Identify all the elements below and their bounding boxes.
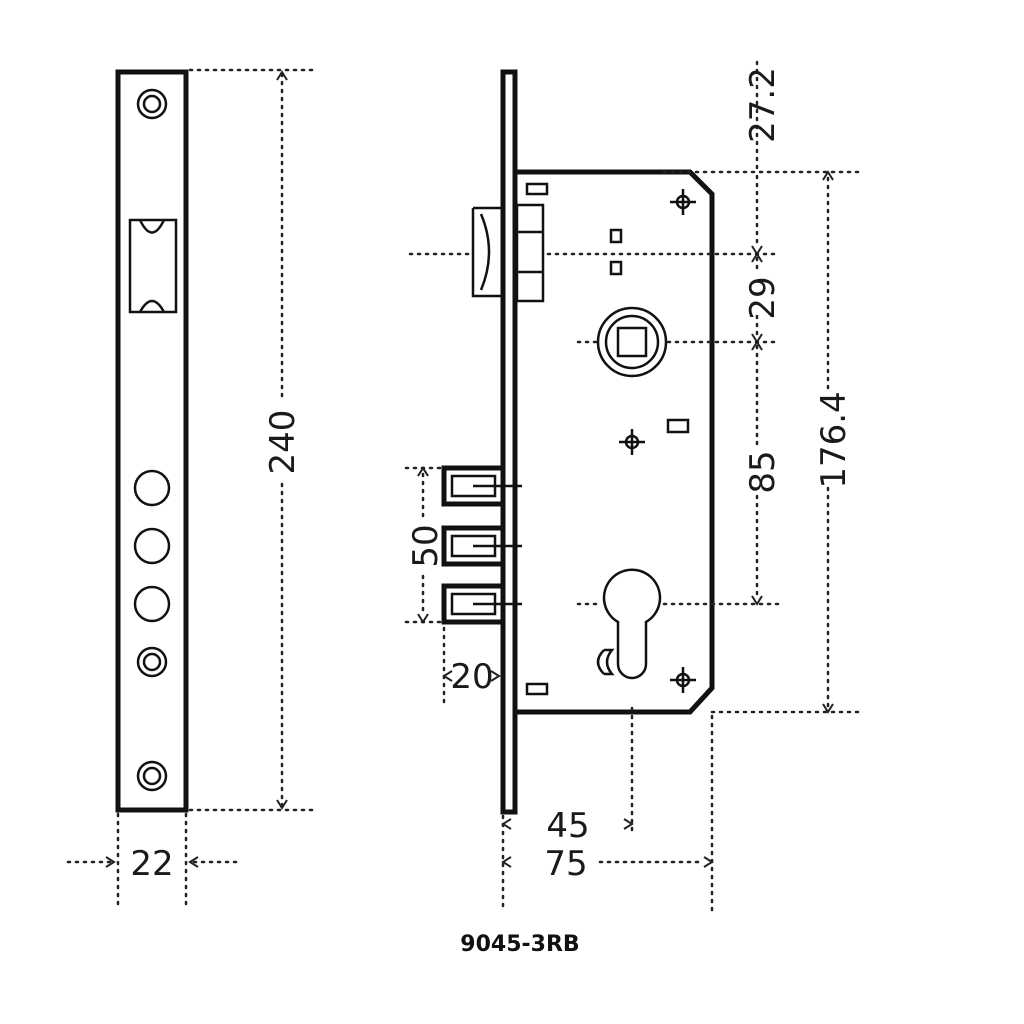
lock-case <box>515 169 715 715</box>
arrow-240-bottom <box>276 799 288 810</box>
arrow-45-left <box>501 818 512 830</box>
model-label: 9045-3RB <box>460 932 579 957</box>
slot-top <box>525 182 549 196</box>
dim-top-offset: 27.2 <box>743 67 783 143</box>
latch-housing <box>515 203 545 303</box>
slot-bottom <box>525 682 549 696</box>
screw-hole-bottom-inner <box>142 766 162 786</box>
arrow-176-top <box>822 170 834 181</box>
arrow-22-left <box>105 856 116 868</box>
mount-crosshair-top <box>670 189 696 215</box>
faceplate-dimensions: 240 22 <box>66 68 320 912</box>
mount-crosshair-bottom <box>670 667 696 693</box>
screw-hole-top <box>136 88 168 120</box>
arrow-176-bottom <box>822 703 834 714</box>
arrow-45-right <box>623 818 634 830</box>
screw-hole-bottom <box>136 760 168 792</box>
arrow-240-top <box>276 70 288 81</box>
screw-hole-mid <box>136 646 168 678</box>
dim-case-depth: 75 <box>544 844 587 884</box>
mount-crosshair-mid <box>619 429 645 455</box>
front-plate <box>500 69 518 815</box>
arrow-75-left <box>501 856 512 868</box>
bolt-hole-1 <box>133 469 171 507</box>
slot-square-1 <box>609 228 623 244</box>
lock-body-view <box>441 69 715 815</box>
dim-case-height: 176.4 <box>814 391 854 488</box>
lock-body-dimensions: 27.2 29 85 176.4 50 20 45 75 <box>404 60 862 912</box>
bolt-hole-3 <box>133 585 171 623</box>
arrow-29-top-b <box>751 252 763 263</box>
dim-bolt-throw: 20 <box>450 657 493 697</box>
dim-faceplate-width: 22 <box>130 844 173 884</box>
spindle-hub-outer <box>596 306 668 378</box>
latch-window <box>128 218 178 314</box>
cylinder-cutout <box>602 568 662 680</box>
arrow-20-left <box>442 670 453 682</box>
arrow-75-right <box>703 856 714 868</box>
dim-bolt-spacing: 50 <box>406 524 446 567</box>
spindle-square <box>616 326 648 358</box>
bolt-hole-2 <box>133 527 171 565</box>
arrow-20-right <box>490 670 501 682</box>
dead-bolts <box>441 465 522 625</box>
spindle-hub-inner <box>604 314 660 370</box>
slot-mid <box>666 418 690 434</box>
dim-latch-to-spindle: 29 <box>743 276 783 319</box>
dim-faceplate-height: 240 <box>263 410 303 475</box>
faceplate-outline <box>115 69 189 813</box>
latch-bolt <box>471 206 503 298</box>
dim-backset: 45 <box>546 806 589 846</box>
cam-symbol <box>596 648 615 676</box>
arrow-85-bottom <box>751 595 763 606</box>
arrow-50-bottom <box>417 613 429 624</box>
arrow-85-top <box>751 340 763 351</box>
slot-square-2 <box>609 260 623 276</box>
screw-hole-mid-inner <box>142 652 162 672</box>
arrow-22-right <box>188 856 199 868</box>
dim-spindle-to-cylinder: 85 <box>743 450 783 493</box>
faceplate-view <box>115 69 189 813</box>
screw-hole-top-inner <box>142 94 162 114</box>
arrow-50-top <box>417 466 429 477</box>
